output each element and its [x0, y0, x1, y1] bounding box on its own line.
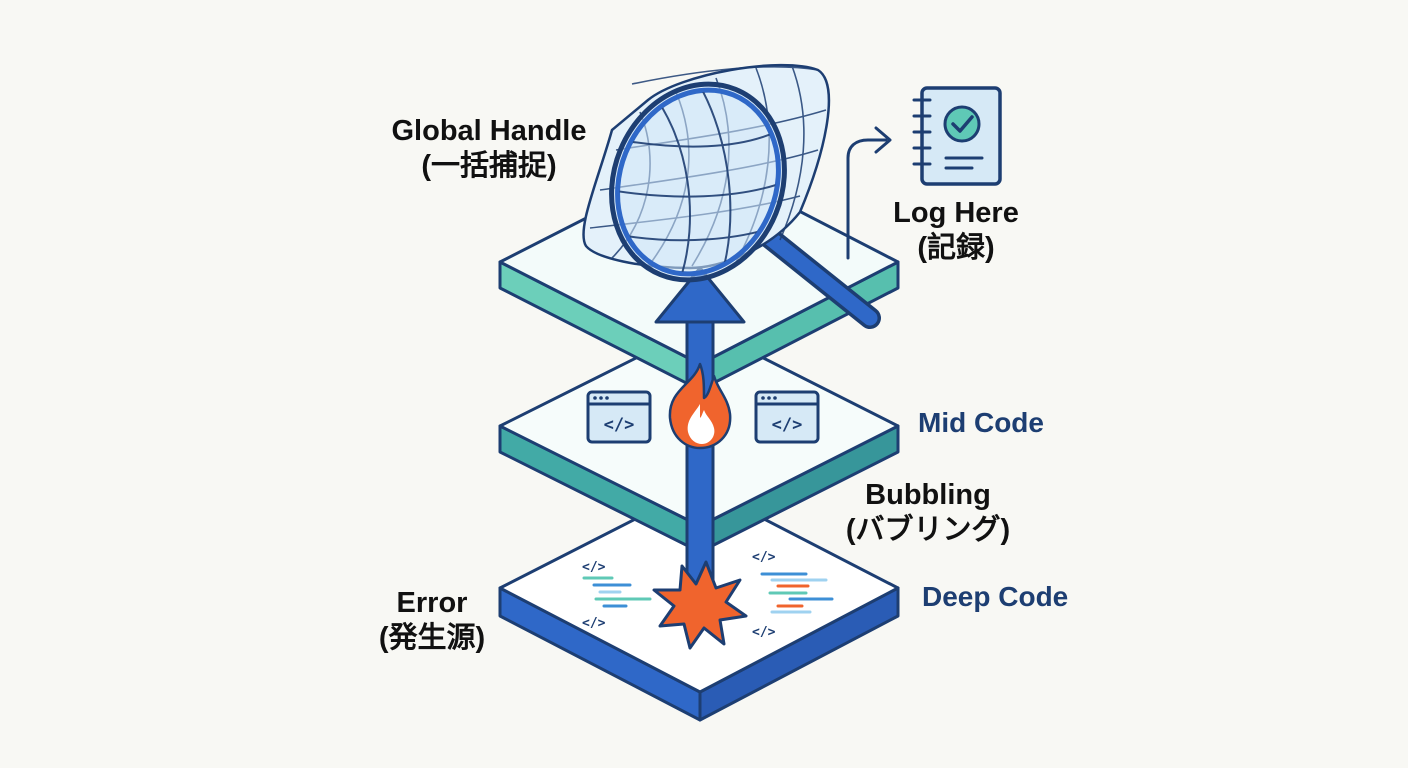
mid-code-label: Mid Code — [918, 407, 1044, 438]
log-arrow — [846, 126, 892, 260]
bubbling-label: Bubbling (バブリング) — [826, 478, 1030, 548]
code-window-icon: </> — [586, 390, 652, 444]
code-tag-3: </> — [752, 550, 776, 565]
checklist-notebook-icon — [912, 86, 1002, 186]
deep-code-right-lines — [760, 572, 834, 614]
log-here-label-line1: Log Here — [893, 197, 1019, 229]
global-handle-label-line2: (一括捕捉) — [421, 149, 557, 182]
code-window-tag-left: </> — [604, 415, 635, 435]
deep-code-label: Deep Code — [922, 581, 1069, 612]
code-tag-2: </> — [582, 616, 606, 631]
error-label: Error (発生源) — [356, 586, 508, 656]
global-handle-label: Global Handle (一括捕捉) — [375, 114, 603, 184]
fire-icon — [668, 362, 732, 450]
bubbling-label-line2: (バブリング) — [845, 513, 1011, 546]
code-window-tag-right: </> — [772, 415, 803, 435]
log-here-label-line2: (記録) — [917, 231, 995, 264]
butterfly-net-icon — [582, 63, 881, 329]
bubbling-label-line1: Bubbling — [865, 479, 991, 511]
code-tag-4: </> — [752, 625, 776, 640]
log-here-label: Log Here (記録) — [872, 196, 1040, 266]
error-label-line2: (発生源) — [378, 621, 486, 654]
error-label-line1: Error — [396, 587, 468, 619]
error-burst-icon — [652, 560, 748, 650]
code-window-icon: </> — [754, 390, 820, 444]
global-handle-label-line1: Global Handle — [391, 115, 587, 147]
code-tag-1: </> — [582, 560, 606, 575]
deep-code-left-lines — [582, 576, 652, 608]
